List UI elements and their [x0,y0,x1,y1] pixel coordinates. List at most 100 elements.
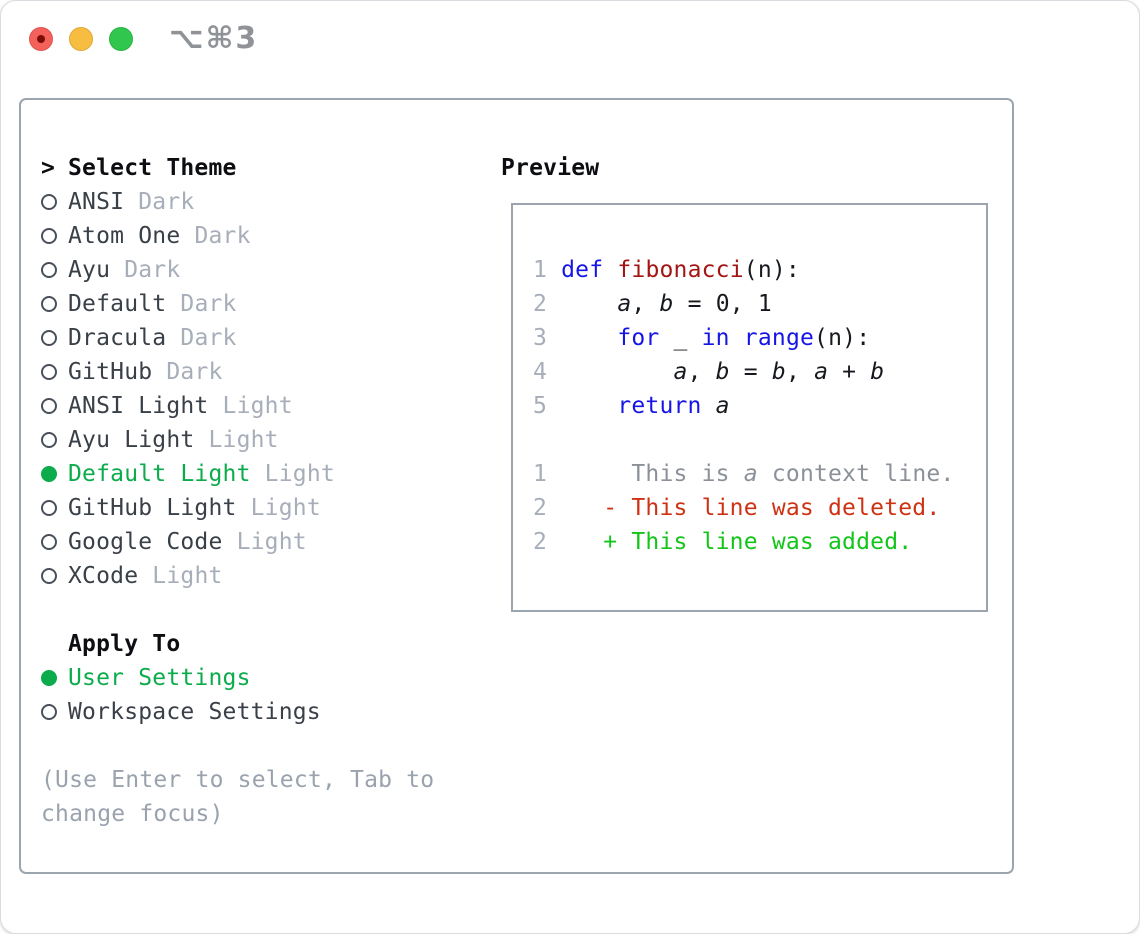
code-segment: b [659,291,674,317]
code-line: 2 a, b = 0, 1 [533,287,986,321]
code-segment: a [743,461,758,487]
theme-variant-label: Light [208,393,293,419]
theme-option-label: GitHub [68,359,153,385]
line-number: 5 [533,393,548,419]
code-line: 5 return a [533,389,986,423]
code-line: 1 def fibonacci(n): [533,253,986,287]
theme-variant-label: Dark [110,257,181,283]
code-segment [730,325,744,351]
theme-variant-label: Light [236,495,321,521]
theme-option-label: Default Light [68,461,251,487]
select-theme-title: Select Theme [68,155,237,181]
minimize-button[interactable] [69,27,93,51]
code-segment: + [828,359,871,385]
code-segment: , [687,359,716,385]
code-segment: def [561,257,604,283]
code-segment [547,291,617,317]
code-segment: a [814,359,829,385]
code-segment: This is [547,461,744,487]
theme-option-google-code[interactable]: Google Code Light [41,525,491,559]
theme-option-label: Dracula [68,325,167,351]
theme-option-label: Default [68,291,167,317]
code-segment: a [673,359,688,385]
theme-option-default-light[interactable]: Default Light Light [41,457,491,491]
theme-option-xcode[interactable]: XCode Light [41,559,491,593]
code-segment: fibonacci [617,257,744,283]
theme-option-github-light[interactable]: GitHub Light Light [41,491,491,525]
theme-variant-label: Light [194,427,279,453]
code-segment: return [617,393,702,419]
radio-icon [41,228,57,244]
theme-option-label: ANSI [68,189,125,215]
theme-variant-label: Dark [166,291,237,317]
theme-option-label: Atom One [68,223,181,249]
radio-icon [41,262,57,278]
radio-selected-icon [41,466,57,482]
code-segment [702,393,716,419]
theme-option-dracula[interactable]: Dracula Dark [41,321,491,355]
theme-variant-label: Light [138,563,223,589]
theme-option-ayu-light[interactable]: Ayu Light Light [41,423,491,457]
line-number: 1 [533,257,548,283]
code-segment: = [729,359,772,385]
theme-variant-label: Dark [124,189,195,215]
radio-icon [41,432,57,448]
line-number: 2 [533,529,548,555]
radio-icon [41,500,57,516]
radio-icon [41,330,57,346]
line-number: 2 [533,291,548,317]
radio-icon [41,534,57,550]
code-segment: a [617,291,632,317]
apply-option-workspace-settings[interactable]: Workspace Settings [41,695,491,729]
theme-option-label: ANSI Light [68,393,209,419]
theme-option-label: Ayu Light [68,427,195,453]
code-segment: (n): [743,257,800,283]
theme-option-github[interactable]: GitHub Dark [41,355,491,389]
code-segment: b [771,359,786,385]
apply-option-user-settings[interactable]: User Settings [41,661,491,695]
code-segment: - This line was deleted. [547,495,941,521]
theme-option-default[interactable]: Default Dark [41,287,491,321]
keyboard-hint: (Use Enter to select, Tab to change focu… [41,763,491,831]
spacer [41,729,491,763]
select-theme-header: > Select Theme [41,151,491,185]
theme-variant-label: Dark [166,325,237,351]
radio-icon [41,568,57,584]
zoom-button[interactable] [109,27,133,51]
apply-to-title: Apply To [68,631,181,657]
code-segment [547,325,617,351]
hint-line-1: (Use Enter to select, Tab to [41,767,435,793]
preview-title: Preview [501,155,600,181]
theme-option-ayu[interactable]: Ayu Dark [41,253,491,287]
code-segment [547,393,617,419]
line-number: 2 [533,495,548,521]
keyboard-shortcut-label: ⌥⌘3 [169,21,259,56]
code-segment [603,257,617,283]
code-segment: in [701,325,730,351]
code-segment: for [617,325,660,351]
diff-line: 2 + This line was added. [533,525,986,559]
theme-option-atom-one[interactable]: Atom One Dark [41,219,491,253]
theme-option-ansi-light[interactable]: ANSI Light Light [41,389,491,423]
apply-option-label: User Settings [68,665,251,691]
code-segment: _ [659,325,702,351]
code-line: 4 a, b = b, a + b [533,355,986,389]
blank-line [533,423,986,457]
code-segment: context line. [757,461,955,487]
theme-option-ansi[interactable]: ANSI Dark [41,185,491,219]
code-segment: = 0, 1 [673,291,772,317]
selection-caret-icon: > [41,155,56,181]
code-segment [547,257,561,283]
theme-option-label: XCode [68,563,139,589]
line-number: 4 [533,359,548,385]
code-segment: (n): [814,325,871,351]
apply-option-label: Workspace Settings [68,699,321,725]
code-segment [547,359,673,385]
radio-icon [41,704,57,720]
code-line: 3 for _ in range(n): [533,321,986,355]
apply-to-header: Apply To [41,627,491,661]
close-button[interactable] [29,27,53,51]
